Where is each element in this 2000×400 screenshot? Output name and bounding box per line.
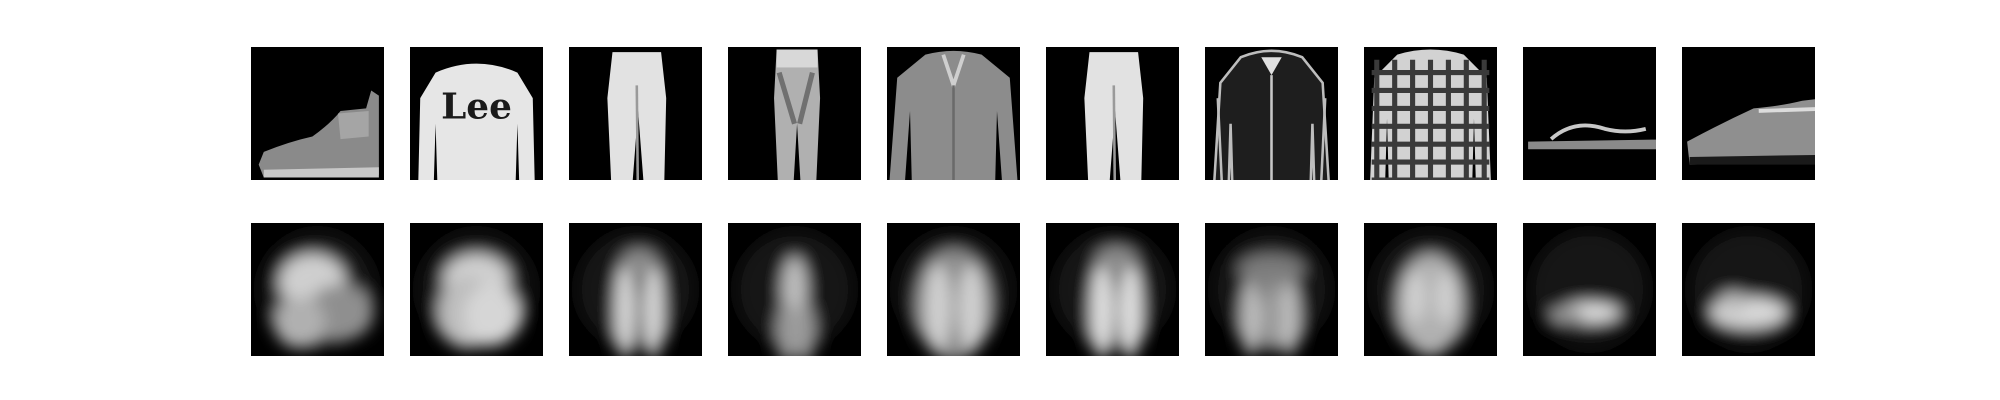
blurry-reconstruction-icon	[417, 230, 536, 349]
ankle-boot-icon	[258, 90, 379, 178]
trousers-icon	[1084, 52, 1144, 180]
original-image-9	[1523, 47, 1656, 180]
blurry-reconstruction-icon	[894, 230, 1013, 356]
sandal-icon	[1528, 123, 1656, 150]
reconstruction-image-9	[1523, 223, 1656, 356]
original-image-10	[1682, 47, 1815, 180]
shirt-icon	[889, 50, 1018, 180]
original-image-8	[1364, 47, 1497, 180]
plaid-shirt-icon	[1370, 49, 1491, 180]
sweater-logo-text: Lee	[441, 86, 512, 128]
blurry-reconstruction-icon	[258, 230, 377, 349]
sneaker-icon	[1687, 99, 1815, 165]
blurry-reconstruction-icon	[1212, 230, 1331, 356]
reconstruction-image-1	[251, 223, 384, 356]
original-image-1	[251, 47, 384, 180]
original-image-2: Lee	[410, 47, 543, 180]
hooded-jacket-icon	[1213, 49, 1330, 180]
sweater-lee-icon: Lee	[418, 63, 535, 180]
blurry-reconstruction-icon	[735, 230, 854, 356]
trousers-icon	[607, 52, 667, 180]
reconstruction-image-4	[728, 223, 861, 356]
original-image-4	[728, 47, 861, 180]
reconstruction-image-3	[569, 223, 702, 356]
original-image-5	[887, 47, 1020, 180]
blurry-reconstruction-icon	[1689, 230, 1808, 349]
original-image-3	[569, 47, 702, 180]
blurry-reconstruction-icon	[1053, 230, 1172, 356]
original-image-7	[1205, 47, 1338, 180]
reconstruction-image-6	[1046, 223, 1179, 356]
reconstruction-image-2	[410, 223, 543, 356]
trousers-faded-icon	[774, 49, 821, 180]
original-image-6	[1046, 47, 1179, 180]
reconstruction-image-10	[1682, 223, 1815, 356]
blurry-reconstruction-icon	[1530, 230, 1649, 349]
reconstruction-image-5	[887, 223, 1020, 356]
blurry-reconstruction-icon	[576, 230, 695, 356]
blurry-reconstruction-icon	[1371, 230, 1490, 356]
reconstruction-image-8	[1364, 223, 1497, 356]
reconstruction-image-7	[1205, 223, 1338, 356]
